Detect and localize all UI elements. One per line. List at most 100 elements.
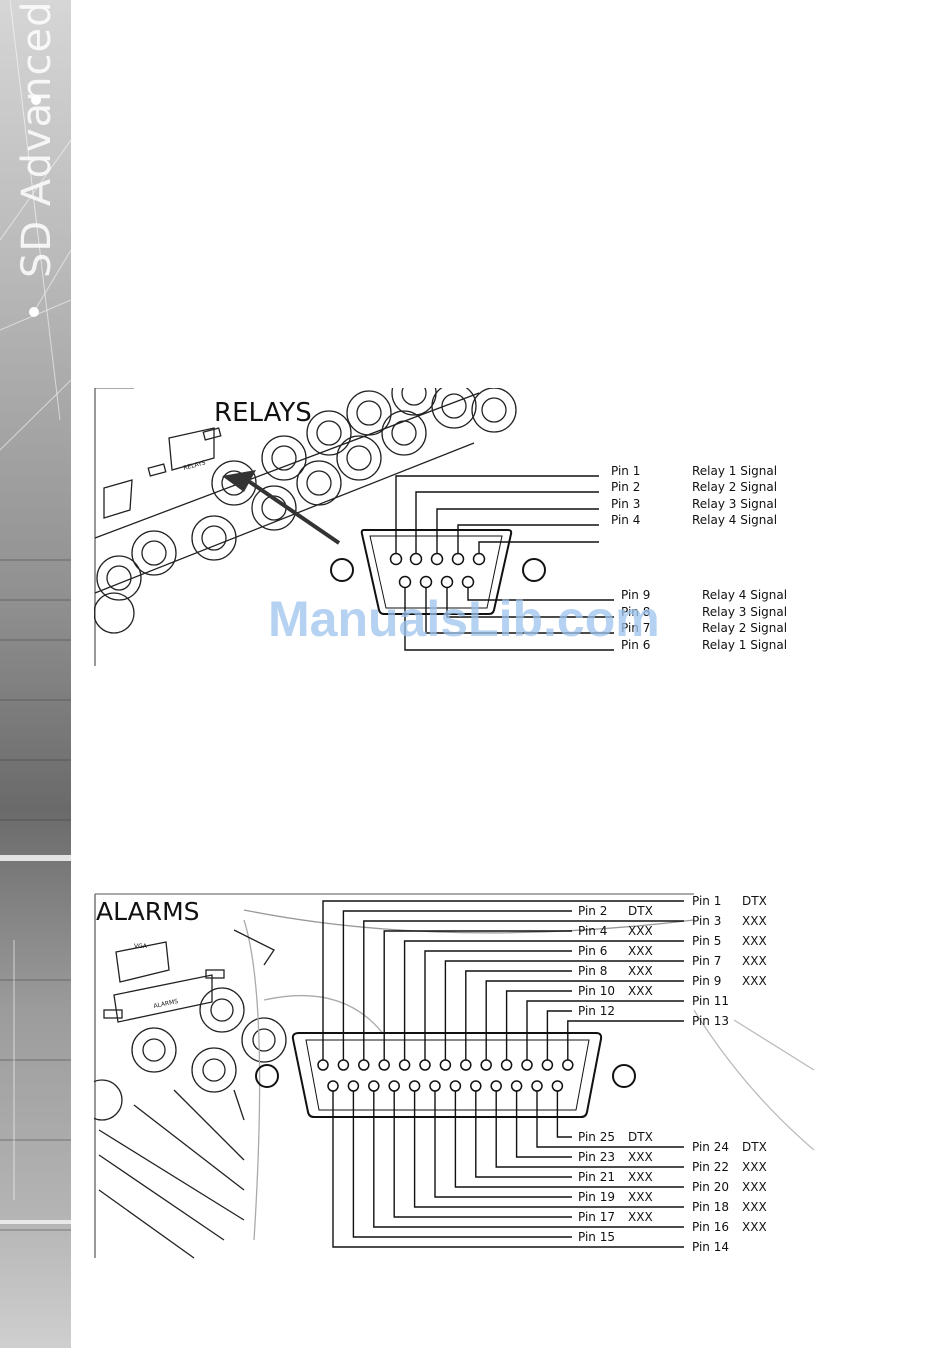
relays-heading: RELAYS bbox=[214, 398, 312, 428]
relay-pin-signal: Relay 4 Signal bbox=[702, 588, 787, 602]
alarm-panel-sketch bbox=[81, 909, 815, 1259]
relay-leader-line bbox=[467, 588, 614, 601]
db25-pin bbox=[398, 1059, 411, 1071]
alarm-leader-line bbox=[475, 1091, 572, 1178]
db25-pin bbox=[490, 1080, 502, 1092]
db25-connector bbox=[291, 1032, 603, 1118]
alarm-pin-signal: DTX bbox=[742, 1140, 767, 1154]
alarm-pin-signal: XXX bbox=[628, 924, 653, 938]
db25-pin bbox=[429, 1080, 441, 1092]
db25-pin bbox=[531, 1080, 543, 1092]
alarm-leader-line bbox=[332, 1091, 684, 1248]
alarm-pin-number: Pin 11 bbox=[692, 994, 729, 1008]
alarm-pin-number: Pin 4 bbox=[578, 924, 607, 938]
db25-pin bbox=[337, 1059, 350, 1071]
relay-pin-signal: Relay 3 Signal bbox=[692, 497, 777, 511]
alarm-pin-number: Pin 18 bbox=[692, 1200, 729, 1214]
db9-pin bbox=[451, 552, 465, 566]
db25-pin bbox=[347, 1080, 360, 1092]
mount-hole-right bbox=[522, 558, 546, 582]
relay-pin-signal: Relay 3 Signal bbox=[702, 605, 787, 619]
relay-leader-line bbox=[395, 475, 599, 553]
alarm-pin-number: Pin 13 bbox=[692, 1014, 729, 1028]
alarm-pin-number: Pin 20 bbox=[692, 1180, 729, 1194]
alarm-pin-number: Pin 22 bbox=[692, 1160, 729, 1174]
db9-pin bbox=[440, 575, 454, 589]
alarm-pin-number: Pin 12 bbox=[578, 1004, 615, 1018]
alarm-leader-line bbox=[515, 1091, 572, 1158]
relay-pin-number: Pin 6 bbox=[621, 638, 650, 652]
sidebar-texture bbox=[0, 0, 72, 1348]
alarm-leader-line bbox=[424, 950, 572, 1060]
relay-pin-signal: Relay 1 Signal bbox=[702, 638, 787, 652]
db25-pin bbox=[358, 1059, 370, 1071]
db25-pin bbox=[562, 1059, 574, 1071]
relay-pin-number: Pin 9 bbox=[621, 588, 650, 602]
db25-pin bbox=[541, 1059, 554, 1071]
alarm-leader-line bbox=[485, 980, 684, 1060]
alarm-pin-number: Pin 3 bbox=[692, 914, 721, 928]
alarm-leader-line bbox=[322, 900, 684, 1060]
alarm-leader-line bbox=[505, 990, 572, 1060]
db9-pin bbox=[461, 575, 475, 589]
relay-pin-number: Pin 8 bbox=[621, 605, 650, 619]
sidebar-title: SD Advanced bbox=[14, 0, 60, 278]
db9-pin bbox=[430, 552, 444, 566]
relay-pin-signal: Relay 2 Signal bbox=[702, 621, 787, 635]
alarm-mount-hole-right bbox=[612, 1064, 636, 1088]
db25-pin bbox=[408, 1080, 421, 1092]
alarm-pin-signal: XXX bbox=[628, 944, 653, 958]
alarm-pin-number: Pin 8 bbox=[578, 964, 607, 978]
alarm-pin-signal: XXX bbox=[628, 984, 653, 998]
db9-pin bbox=[398, 575, 412, 589]
relays-connector-label: RELAYS bbox=[183, 459, 207, 472]
relay-leader-line bbox=[425, 588, 614, 634]
alarm-pin-signal: DTX bbox=[742, 894, 767, 908]
alarm-pin-signal: XXX bbox=[628, 1170, 653, 1184]
alarms-heading: ALARMS bbox=[96, 897, 200, 926]
alarm-leader-line bbox=[373, 1091, 684, 1228]
alarm-leader-line bbox=[465, 970, 572, 1060]
db25-pin bbox=[460, 1059, 472, 1071]
alarm-pin-number: Pin 24 bbox=[692, 1140, 729, 1154]
alarm-pin-signal: XXX bbox=[742, 954, 767, 968]
alarm-leader-line bbox=[363, 920, 684, 1060]
alarm-mount-hole-left bbox=[255, 1064, 279, 1088]
alarm-pin-number: Pin 21 bbox=[578, 1170, 615, 1184]
alarm-pin-number: Pin 14 bbox=[692, 1240, 729, 1254]
relay-pin-number: Pin 2 bbox=[611, 480, 640, 494]
db9-pin bbox=[389, 552, 403, 566]
db25-pin bbox=[368, 1080, 380, 1092]
alarm-leader-line bbox=[434, 1091, 572, 1198]
db25-pin bbox=[551, 1080, 564, 1092]
alarm-pin-number: Pin 5 bbox=[692, 934, 721, 948]
alarm-leader-line bbox=[526, 1000, 684, 1060]
alarm-leader-line bbox=[403, 940, 684, 1060]
db25-pins bbox=[317, 1059, 574, 1092]
watermark: ManualsLib.com bbox=[268, 591, 660, 647]
db25-pin bbox=[449, 1080, 462, 1092]
mount-hole-left bbox=[330, 558, 354, 582]
alarm-pin-signal: XXX bbox=[742, 1180, 767, 1194]
alarm-pin-signal: XXX bbox=[628, 964, 653, 978]
alarm-leader-line bbox=[567, 1020, 684, 1060]
db25-pin bbox=[388, 1080, 400, 1092]
alarm-pin-signal: XXX bbox=[628, 1210, 653, 1224]
db25-pin bbox=[510, 1080, 523, 1092]
db25-pin bbox=[419, 1059, 431, 1071]
relay-pin-number: Pin 7 bbox=[621, 621, 650, 635]
relay-pin-number: Pin 4 bbox=[611, 513, 640, 527]
db9-pins bbox=[389, 552, 486, 589]
relay-pin-number: Pin 3 bbox=[611, 497, 640, 511]
db25-pin bbox=[521, 1059, 533, 1071]
db9-pin bbox=[419, 575, 433, 589]
alarm-pin-number: Pin 10 bbox=[578, 984, 615, 998]
db25-pin bbox=[317, 1059, 329, 1071]
relay-pin-signal: Relay 1 Signal bbox=[692, 464, 777, 478]
relay-pin-signal: Relay 4 Signal bbox=[692, 513, 777, 527]
relay-pin-number: Pin 1 bbox=[611, 464, 640, 478]
